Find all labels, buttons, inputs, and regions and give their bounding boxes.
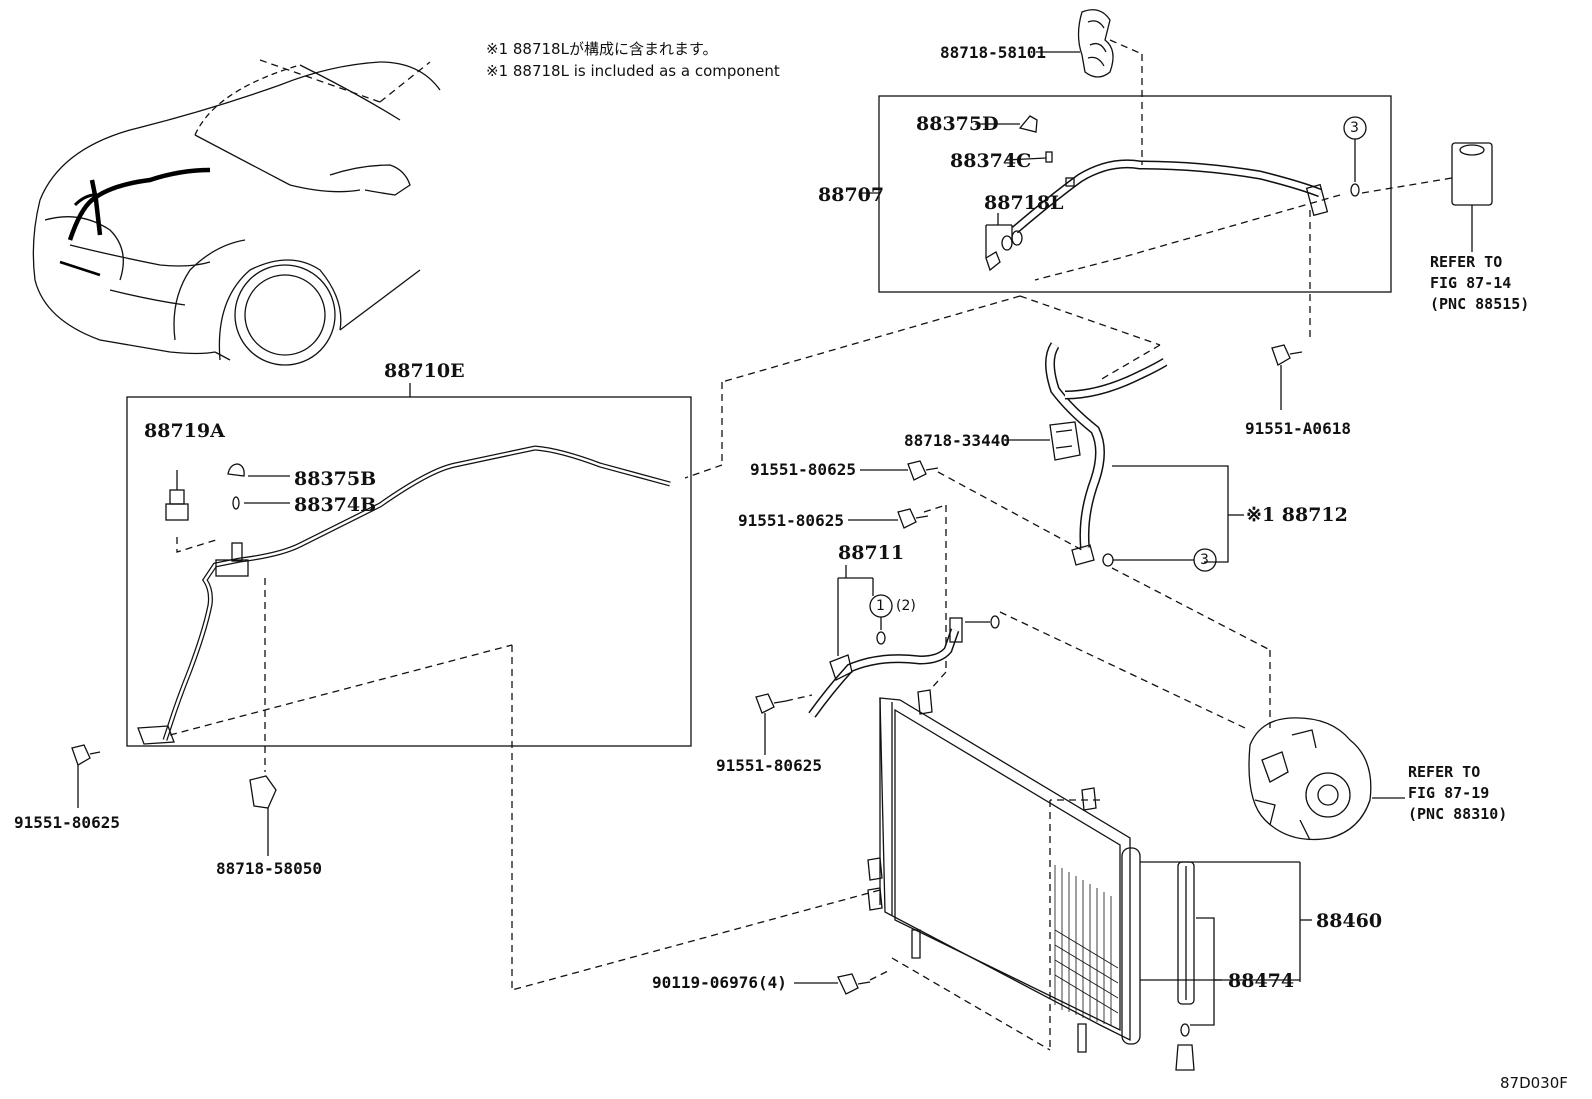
88707-assembly-box [878, 95, 1392, 293]
part-label-88718-33440[interactable]: 88718-33440 [904, 431, 1010, 450]
circle-1-qty: (2) [896, 598, 916, 614]
part-label-88718-58101[interactable]: 88718-58101 [940, 43, 1046, 62]
bolt-91551-80625-b-icon [897, 508, 917, 529]
part-label-88460[interactable]: 88460 [1316, 910, 1383, 932]
ref-line: REFER TO [1408, 763, 1481, 781]
part-label-91551-80625-d[interactable]: 91551-80625 [14, 813, 120, 832]
part-label-91551-80625-b[interactable]: 91551-80625 [738, 511, 844, 530]
part-label-88718-58050[interactable]: 88718-58050 [216, 859, 322, 878]
part-label-90119-06976[interactable]: 90119-06976(4) [652, 973, 787, 992]
diagram-code: 87D030F [1500, 1074, 1568, 1092]
circle-marker-3-mid [1193, 548, 1217, 572]
bolt-90119-06976-icon [837, 973, 859, 995]
part-label-91551-80625-a[interactable]: 91551-80625 [750, 460, 856, 479]
part-label-88710E[interactable]: 88710E [384, 360, 465, 382]
bolt-91551-A0618-icon [1271, 344, 1291, 366]
ref-line: REFER TO [1430, 253, 1503, 271]
circle-3-mid-text: 3 [1200, 552, 1209, 568]
part-label-88374C[interactable]: 88374C [950, 150, 1032, 172]
ref-expansion-valve[interactable]: REFER TO FIG 87-14 (PNC 88515) [1430, 252, 1529, 315]
part-label-91551-A0618[interactable]: 91551-A0618 [1245, 419, 1351, 438]
drier-88474-icon [1177, 861, 1195, 1005]
bolt-91551-80625-c-icon [755, 693, 775, 714]
part-label-88374B[interactable]: 88374B [294, 494, 377, 516]
car-illustration [32, 61, 441, 366]
condenser-icon [867, 689, 1141, 1053]
circle-1-text: 1 [876, 598, 885, 614]
part-label-88474[interactable]: 88474 [1228, 970, 1295, 992]
compressor-icon [1248, 717, 1372, 841]
expansion-valve-icon [1451, 142, 1493, 206]
cap-88375B-icon [227, 463, 245, 477]
part-label-91551-80625-c[interactable]: 91551-80625 [716, 756, 822, 775]
note-japanese: ※1 88718Lが構成に含まれます。 [486, 40, 718, 58]
part-label-88375D[interactable]: 88375D [916, 113, 999, 135]
circle-3-top-text: 3 [1350, 120, 1359, 136]
clamp-88718-33440-icon [1049, 421, 1081, 461]
note-english: ※1 88718L is included as a component [486, 62, 780, 80]
part-label-88712[interactable]: ※1 88712 [1246, 504, 1348, 526]
clamp-88718-58101-icon [1077, 9, 1114, 78]
bolt-91551-80625-d-icon [71, 744, 91, 766]
ref-line: FIG 87-14 [1430, 274, 1512, 292]
part-label-88718L[interactable]: 88718L [984, 192, 1064, 214]
ref-line: FIG 87-19 [1408, 784, 1490, 802]
ref-line: (PNC 88310) [1408, 805, 1508, 823]
clamp-88718-58050-icon [249, 775, 277, 809]
ref-line: (PNC 88515) [1430, 295, 1530, 313]
part-label-88707[interactable]: 88707 [818, 184, 885, 206]
88710E-assembly-box [126, 396, 692, 747]
part-label-88375B[interactable]: 88375B [294, 468, 377, 490]
part-label-88711[interactable]: 88711 [838, 542, 905, 564]
part-label-88719A[interactable]: 88719A [144, 420, 225, 442]
bolt-91551-80625-a-icon [907, 460, 927, 481]
ref-compressor[interactable]: REFER TO FIG 87-19 (PNC 88310) [1408, 762, 1507, 825]
